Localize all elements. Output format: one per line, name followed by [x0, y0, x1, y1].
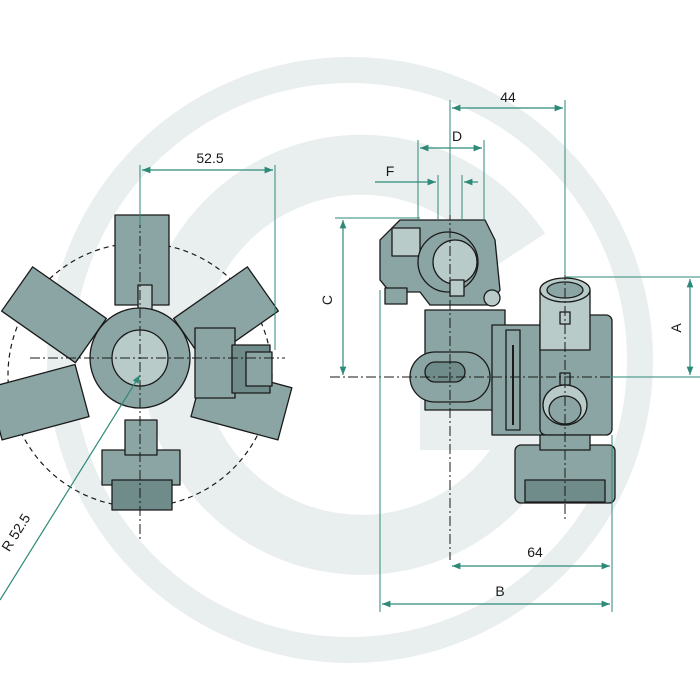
- upper-left-arm: [0, 266, 107, 364]
- left-centerlines: [30, 200, 285, 540]
- bottom-cap: [101, 449, 181, 486]
- dim-label-64: 64: [527, 544, 543, 560]
- dim-label-d: D: [452, 128, 462, 144]
- lower-left-arm: [0, 363, 90, 441]
- dim-label-44: 44: [500, 89, 516, 105]
- nozzle-body-top-view: [0, 214, 293, 511]
- radius-leader: [0, 374, 141, 601]
- right-centerlines: [330, 210, 640, 560]
- dim-label-b: B: [495, 583, 504, 599]
- dim-label-f: F: [386, 163, 395, 179]
- dim-label-radius: R 52.5: [0, 510, 34, 554]
- dim-label-52-5: 52.5: [196, 150, 223, 166]
- dim-label-a: A: [668, 323, 684, 333]
- right-attachment: [194, 327, 236, 399]
- right-dimensions: 44 D F C A 64 B: [319, 89, 700, 612]
- dim-label-c: C: [319, 295, 335, 305]
